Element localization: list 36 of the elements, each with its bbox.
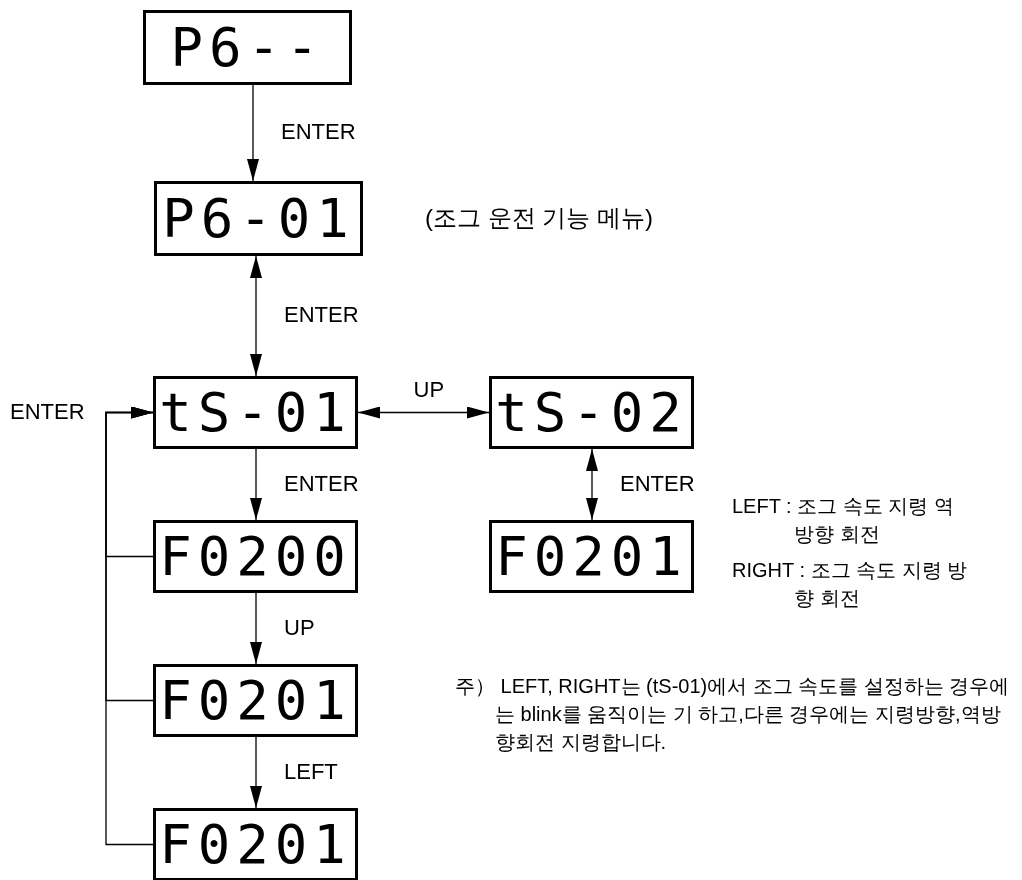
display-readout: F0201 [495,529,688,584]
arrow [247,84,259,182]
edge-label: ENTER [620,470,695,497]
note-text: 주） LEFT, RIGHT는 (tS-01)에서 조그 속도를 설정하는 경우에는 blink를 움직이는 기 하고,다른 경우에는 지령방향,역방향회전 지령합니다. [455,674,1011,755]
arrow [250,736,262,809]
display-box [489,520,694,593]
edge-label: ENTER [281,119,356,146]
node-label: (조그 운전 기능 메뉴) [425,204,653,233]
display-readout: F0200 [159,529,352,584]
arrow [586,448,598,521]
arrow [250,448,262,521]
arrow [105,406,154,846]
edge-label: ENTER [284,302,359,329]
note-text: RIGHT : 조그 속도 지령 방향 회전 [732,558,969,611]
note-text: LEFT : 조그 속도 지령 역방향 회전 [732,494,955,547]
edge-label: ENTER [10,398,85,425]
display-readout: F0201 [159,673,352,728]
display-box [153,520,358,593]
display-readout: tS-02 [495,385,688,440]
display-box [154,181,363,256]
edge-label: UP [413,376,445,403]
edge-label: ENTER [284,470,359,497]
arrow [250,255,262,377]
display-readout: tS-01 [159,385,352,440]
display-readout: P6-- [170,20,325,75]
display-box [153,808,358,880]
display-readout: F0201 [159,817,352,872]
arrow [250,592,262,665]
edge-label: LEFT [284,758,338,785]
display-box [153,664,358,737]
edge-label: UP [284,614,315,641]
display-readout: P6-01 [162,191,355,246]
display-box [143,10,352,85]
display-box [153,376,358,449]
display-box [489,376,694,449]
arrow [357,406,490,419]
